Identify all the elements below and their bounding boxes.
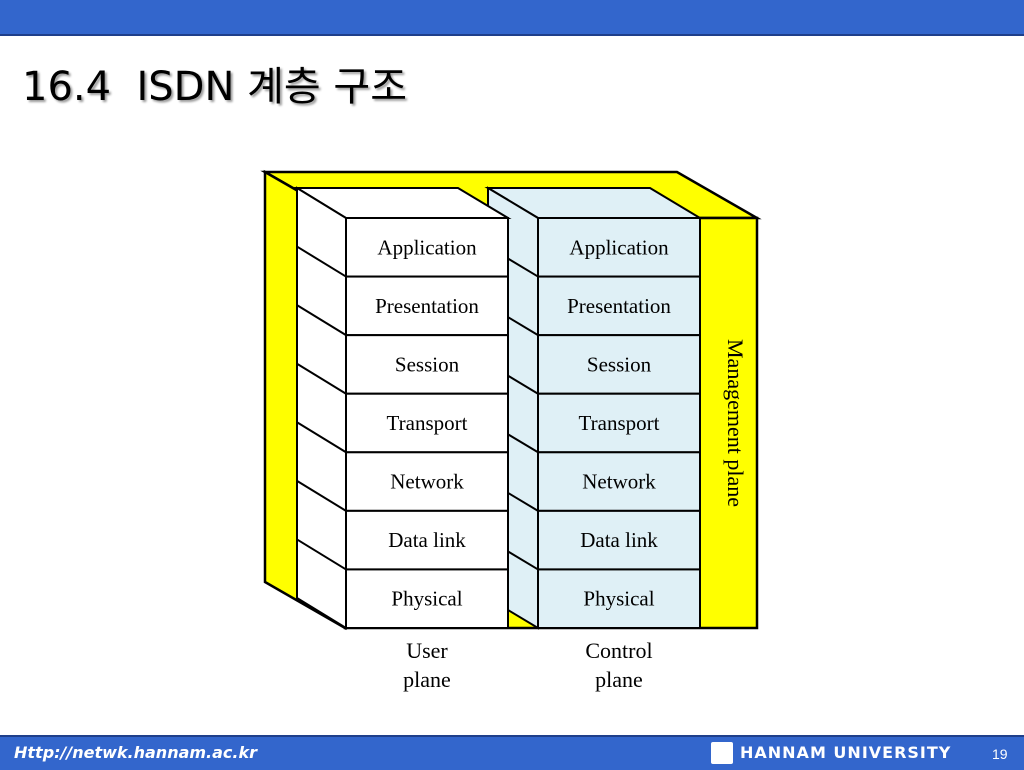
- page-number: 19: [992, 746, 1008, 762]
- user-plane-layer-cell: [345, 392, 509, 454]
- user-plane-layer-cell: [345, 275, 509, 337]
- control-plane-label-line1: Control: [585, 638, 652, 663]
- user-plane-layer-cell: [345, 451, 509, 512]
- user-plane-layer-label: Transport: [387, 411, 468, 435]
- university-logo-icon: [711, 742, 733, 764]
- user-plane-side-divider: [296, 362, 347, 395]
- control-plane-layer-cell: [537, 334, 701, 395]
- bottom-bar: Http://netwk.hannam.ac.kr HANNAM UNIVERS…: [0, 735, 1024, 770]
- control-plane-layer-label: Data link: [580, 528, 658, 552]
- user-plane-side-divider: [296, 304, 347, 336]
- user-plane-label-line1: User: [406, 638, 448, 663]
- university-name: HANNAM UNIVERSITY: [740, 743, 952, 762]
- user-plane-layer-label: Physical: [391, 587, 462, 611]
- control-plane-layer-cell: [537, 451, 701, 512]
- management-plane-label: Management plane: [723, 339, 748, 507]
- user-plane-side-divider: [296, 245, 347, 278]
- user-plane-layer-label: Network: [390, 470, 464, 494]
- control-plane-layer-cell: [537, 509, 701, 571]
- user-plane-layer-cell: [345, 568, 509, 630]
- control-plane-layer-label: Presentation: [567, 294, 671, 318]
- control-plane-layer-cell: [537, 392, 701, 454]
- user-plane-layer-cell: [345, 509, 509, 571]
- control-plane-layer-cell: [537, 217, 701, 278]
- control-plane-layer-label: Session: [587, 352, 652, 376]
- control-plane-layer-label: Network: [582, 470, 656, 494]
- control-plane-label-line2: plane: [595, 667, 643, 692]
- control-plane-layer-label: Physical: [583, 587, 654, 611]
- user-plane-side-divider: [296, 480, 347, 512]
- control-plane-layer-label: Application: [569, 235, 669, 259]
- user-plane-layer-cell: [345, 217, 509, 278]
- user-plane-side-divider: [296, 538, 347, 571]
- control-plane-layer-label: Transport: [579, 411, 660, 435]
- top-bar: [0, 0, 1024, 36]
- user-plane-layer-label: Session: [395, 352, 460, 376]
- user-plane-layer-label: Data link: [388, 528, 466, 552]
- site-url-link[interactable]: Http://netwk.hannam.ac.kr: [14, 743, 258, 762]
- slide-title: 16.4 ISDN 계층 구조: [22, 64, 408, 110]
- user-plane-side: [296, 186, 347, 630]
- control-plane-layer-cell: [537, 568, 701, 630]
- user-plane-layer-label: Application: [377, 235, 477, 259]
- user-plane-layer-label: Presentation: [375, 294, 479, 318]
- user-plane-label-line2: plane: [403, 667, 451, 692]
- user-plane-layer-cell: [345, 334, 509, 395]
- user-plane-side-divider: [296, 421, 347, 454]
